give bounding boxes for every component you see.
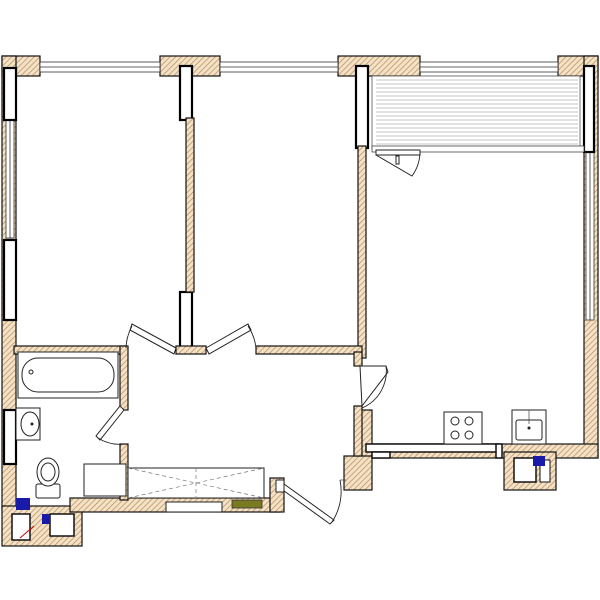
doors xyxy=(95,323,389,525)
pillar-7 xyxy=(582,64,596,154)
kitchen-sink xyxy=(511,409,547,445)
hall-top-wall-left xyxy=(175,345,207,355)
stove xyxy=(443,411,483,445)
window-bedroom xyxy=(39,61,161,73)
pillar-4 xyxy=(178,64,194,122)
electrical-panel xyxy=(231,499,263,509)
hall-wardrobe xyxy=(83,463,265,513)
toilet xyxy=(35,457,61,499)
riser-box-right-inner xyxy=(513,457,537,483)
partition-bedroom-living xyxy=(185,117,195,293)
pillar-5 xyxy=(178,290,194,350)
riser-marker-left-2 xyxy=(42,514,50,524)
hall-top-wall-right xyxy=(255,345,363,355)
pillar-3 xyxy=(2,408,18,466)
bathroom-door[interactable] xyxy=(95,405,125,445)
fixtures xyxy=(15,351,547,513)
bathroom-right-wall xyxy=(119,345,129,411)
balcony xyxy=(371,75,585,177)
living-room-door[interactable] xyxy=(205,323,257,355)
interior-walls xyxy=(13,117,503,501)
top-wall-center xyxy=(337,55,421,77)
bathtub xyxy=(17,351,119,399)
balcony-door[interactable] xyxy=(375,149,421,177)
window-right-side xyxy=(585,149,595,321)
washbasin xyxy=(15,407,41,441)
window-left-side xyxy=(5,119,15,239)
kitchen-counter-edge xyxy=(365,443,499,453)
hall-right-wall-lower xyxy=(353,405,363,457)
riser-marker-right xyxy=(533,456,545,466)
kitchen-door[interactable] xyxy=(359,365,389,409)
riser-marker-left-1 xyxy=(16,498,30,510)
partition-living-kitchen xyxy=(357,145,367,359)
pillar-2 xyxy=(2,238,18,322)
pillars xyxy=(2,64,596,466)
pillar-6 xyxy=(354,64,370,150)
kitchen-corner-stub xyxy=(343,455,373,491)
hall-right-wall xyxy=(353,351,363,367)
entry-door[interactable] xyxy=(275,479,346,525)
pillar-1 xyxy=(2,66,18,122)
window-kitchen xyxy=(419,61,559,73)
bedroom-door[interactable] xyxy=(125,323,177,355)
windows xyxy=(5,61,595,321)
window-living xyxy=(219,61,339,73)
